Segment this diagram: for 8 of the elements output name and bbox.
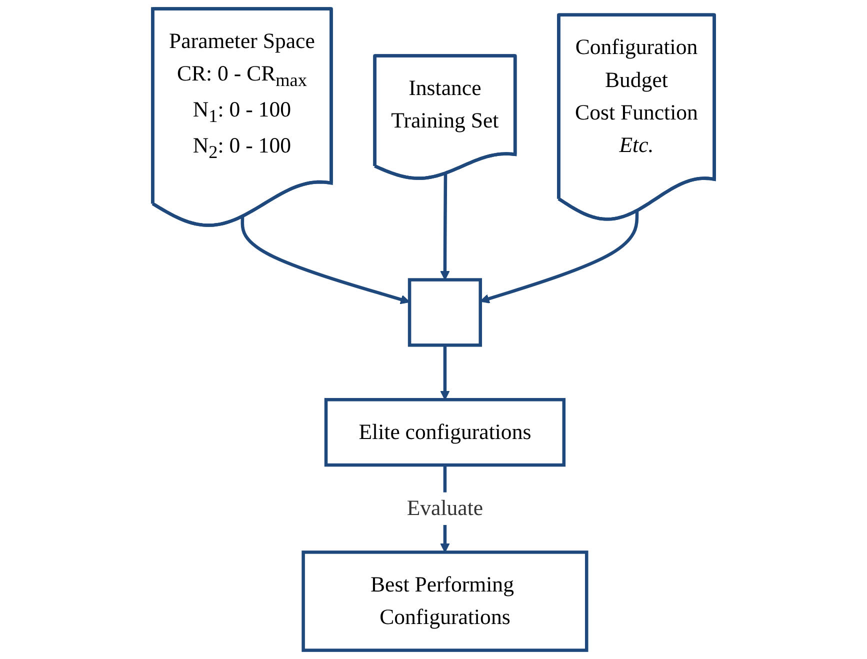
arrow: [440, 345, 450, 400]
node-box: Best Performing Configurations: [302, 550, 588, 652]
node-box: Elite configurations: [324, 398, 566, 467]
arrow: [240, 216, 410, 304]
node-box: [408, 278, 482, 347]
arrow: [480, 211, 639, 304]
arrow: [440, 174, 450, 280]
edge-label: Evaluate: [406, 496, 484, 521]
